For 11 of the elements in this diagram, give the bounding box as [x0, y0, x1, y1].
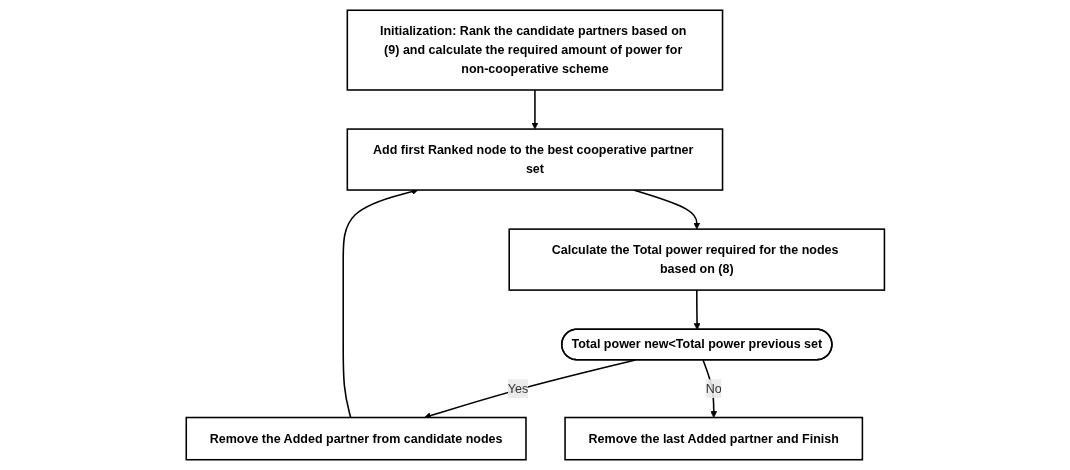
node-box: Initialization: Rank the candidate partners based on (9) and calculate the required amount of power for non-cooperative scheme — [346, 9, 723, 91]
arrow — [701, 359, 717, 418]
edge-label: Yes — [507, 381, 528, 395]
node-box: Calculate the Total power required for the nodes based on (8) — [508, 228, 885, 291]
edge-label: No — [705, 381, 722, 395]
arrow — [693, 289, 701, 330]
node-box: Add first Ranked node to the best cooperative partner set — [346, 128, 723, 191]
arrow — [423, 359, 636, 419]
node-box: Remove the last Added partner and Finish — [563, 416, 863, 461]
arrow — [531, 89, 538, 130]
node-box: Remove the Added partner from candidate nodes — [185, 416, 527, 461]
